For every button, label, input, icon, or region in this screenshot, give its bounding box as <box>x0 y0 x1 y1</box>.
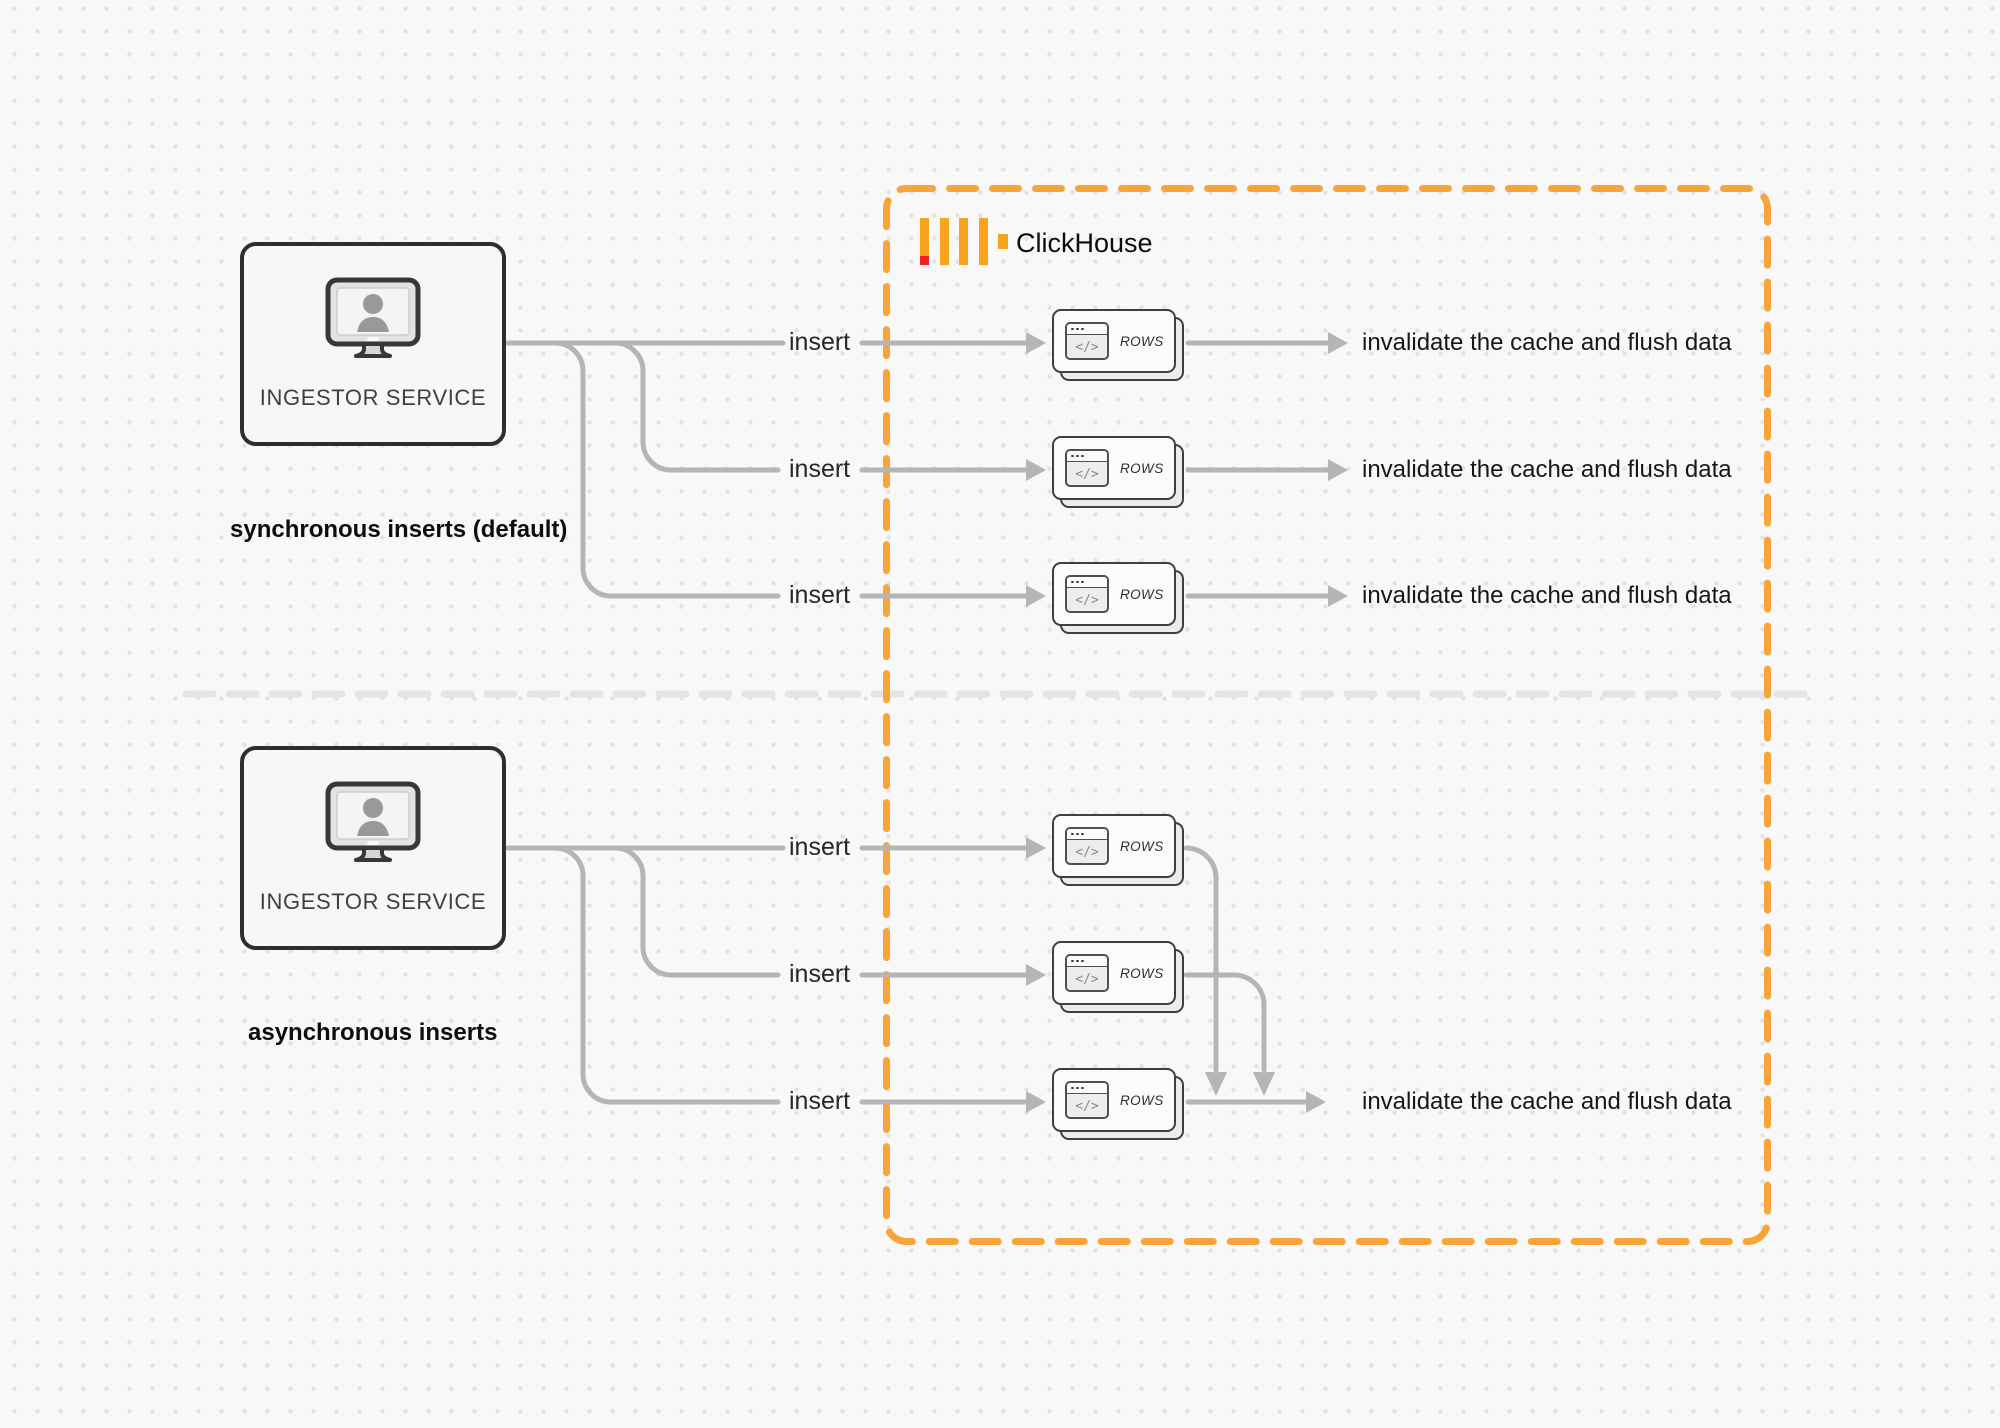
card-front: </> ROWS <box>1052 1068 1176 1132</box>
card-label: ROWS <box>1120 333 1164 349</box>
arrowhead-icon <box>1306 1091 1326 1113</box>
rows-card[interactable]: </> ROWS <box>1052 1068 1184 1140</box>
card-front: </> ROWS <box>1052 941 1176 1005</box>
insert-label: insert <box>789 581 851 609</box>
arrowhead-icon <box>1026 459 1046 481</box>
arrowhead-icon <box>1026 332 1046 354</box>
code-window-icon: </> <box>1065 575 1109 613</box>
sync-section-caption: synchronous inserts (default) <box>230 516 568 543</box>
rows-card[interactable]: </> ROWS <box>1052 941 1184 1013</box>
clickhouse-logo-icon <box>920 218 1008 265</box>
ingestor-service-node-async[interactable]: INGESTOR SERVICE <box>240 746 506 950</box>
result-label: invalidate the cache and flush data <box>1362 329 1732 356</box>
service-node-label: INGESTOR SERVICE <box>259 889 487 914</box>
async-branch-row3 <box>552 845 781 1105</box>
rows-card[interactable]: </> ROWS <box>1052 814 1184 886</box>
async-converge-line-1 <box>1183 845 1219 1073</box>
clickhouse-logo-square <box>998 234 1008 249</box>
insert-label: insert <box>789 833 851 861</box>
insert-label: insert <box>789 328 851 356</box>
result-label: invalidate the cache and flush data <box>1362 456 1732 483</box>
arrowhead-icon <box>1026 964 1046 986</box>
arrowhead-icon <box>1328 332 1348 354</box>
code-window-icon: </> <box>1065 1081 1109 1119</box>
code-window-icon: </> <box>1065 954 1109 992</box>
clickhouse-logo-bar <box>978 218 988 265</box>
rows-card[interactable]: </> ROWS <box>1052 309 1184 381</box>
code-window-icon: </> <box>1065 827 1109 865</box>
result-label: invalidate the cache and flush data <box>1362 1088 1732 1115</box>
code-window-icon: </> <box>1065 449 1109 487</box>
service-node-label: INGESTOR SERVICE <box>259 385 487 410</box>
arrowhead-down-icon <box>1253 1072 1275 1096</box>
arrowhead-down-icon <box>1205 1072 1227 1096</box>
card-front: </> ROWS <box>1052 814 1176 878</box>
code-window-icon: </> <box>1065 322 1109 360</box>
card-label: ROWS <box>1120 838 1164 854</box>
arrowhead-icon <box>1026 837 1046 859</box>
rows-card[interactable]: </> ROWS <box>1052 562 1184 634</box>
sync-branch-row2 <box>612 340 781 473</box>
arrowhead-icon <box>1026 1091 1046 1113</box>
card-label: ROWS <box>1120 1092 1164 1108</box>
clickhouse-logo-bar <box>920 218 929 265</box>
monitor-user-icon <box>325 277 421 358</box>
card-front: </> ROWS <box>1052 436 1176 500</box>
monitor-user-icon <box>325 781 421 862</box>
clickhouse-label: ClickHouse <box>1016 228 1153 258</box>
rows-card[interactable]: </> ROWS <box>1052 436 1184 508</box>
card-front: </> ROWS <box>1052 309 1176 373</box>
insert-label: insert <box>789 455 851 483</box>
clickhouse-logo-bar <box>959 218 968 265</box>
async-branch-row2 <box>612 845 781 978</box>
async-converge-line-2 <box>1183 972 1267 1073</box>
arrowhead-icon <box>1026 585 1046 607</box>
wire-lines <box>505 340 1331 1105</box>
card-label: ROWS <box>1120 460 1164 476</box>
sync-branch-row3 <box>552 340 781 599</box>
arrowhead-icon <box>1328 585 1348 607</box>
async-section-caption: asynchronous inserts <box>248 1019 498 1046</box>
card-front: </> ROWS <box>1052 562 1176 626</box>
ingestor-service-node-sync[interactable]: INGESTOR SERVICE <box>240 242 506 446</box>
arrowhead-icon <box>1328 459 1348 481</box>
result-label: invalidate the cache and flush data <box>1362 582 1732 609</box>
insert-label: insert <box>789 960 851 988</box>
card-label: ROWS <box>1120 586 1164 602</box>
insert-label: insert <box>789 1087 851 1115</box>
card-label: ROWS <box>1120 965 1164 981</box>
clickhouse-logo-bar <box>939 218 949 265</box>
